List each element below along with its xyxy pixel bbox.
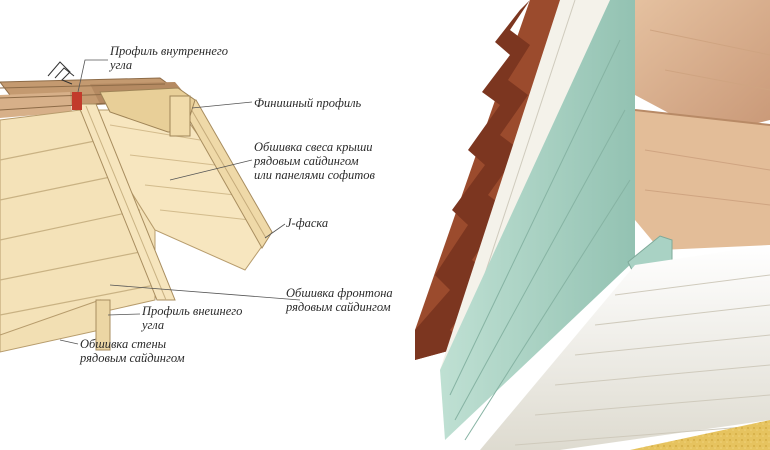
label-eave-cladding: Обшивка свеса крыши рядовым сайдингом ил…	[254, 140, 375, 182]
inner-corner-sketch-icon	[47, 61, 75, 85]
label-line: Финишный профиль	[254, 96, 362, 110]
inner-corner-profile	[72, 92, 176, 301]
label-j-chamfer: J-фаска	[286, 216, 328, 230]
label-line: угла	[110, 58, 133, 72]
label-inner-corner: Профиль внутреннего угла	[110, 44, 228, 72]
label-line: Обшивка стены	[80, 337, 167, 351]
label-gable-cladding: Обшивка фронтона рядовым сайдингом	[286, 286, 393, 314]
corrugated-roof-metal	[415, 0, 565, 360]
finish-profile	[99, 87, 196, 137]
leader-lines	[59, 59, 301, 345]
label-outer-corner: Профиль внешнего угла	[142, 304, 242, 332]
label-line: рядовым сайдингом	[80, 351, 185, 365]
label-line: Профиль внешнего	[142, 304, 243, 318]
soffit-panels	[480, 245, 770, 450]
stucco-wall	[630, 420, 770, 450]
gable-siding	[0, 109, 156, 336]
mint-gable-panel	[440, 0, 635, 441]
label-line: рядовым сайдингом	[286, 300, 391, 314]
roof-soffit-photo	[415, 0, 770, 450]
label-line: угла	[142, 318, 165, 332]
wooden-rafters	[610, 0, 770, 250]
label-wall-cladding: Обшивка стены рядовым сайдингом	[80, 337, 185, 365]
label-line: Обшивка фронтона	[286, 286, 393, 300]
label-line: рядовым сайдингом	[254, 154, 359, 168]
label-line: Обшивка свеса крыши	[254, 140, 373, 154]
label-finish-profile: Финишный профиль	[254, 96, 361, 110]
siding-installation-drawing	[0, 59, 301, 353]
label-line: или панелями софитов	[254, 168, 375, 182]
label-line: Профиль внутреннего	[110, 44, 228, 58]
label-line: J-фаска	[286, 216, 329, 230]
wall-cladding	[0, 299, 111, 353]
